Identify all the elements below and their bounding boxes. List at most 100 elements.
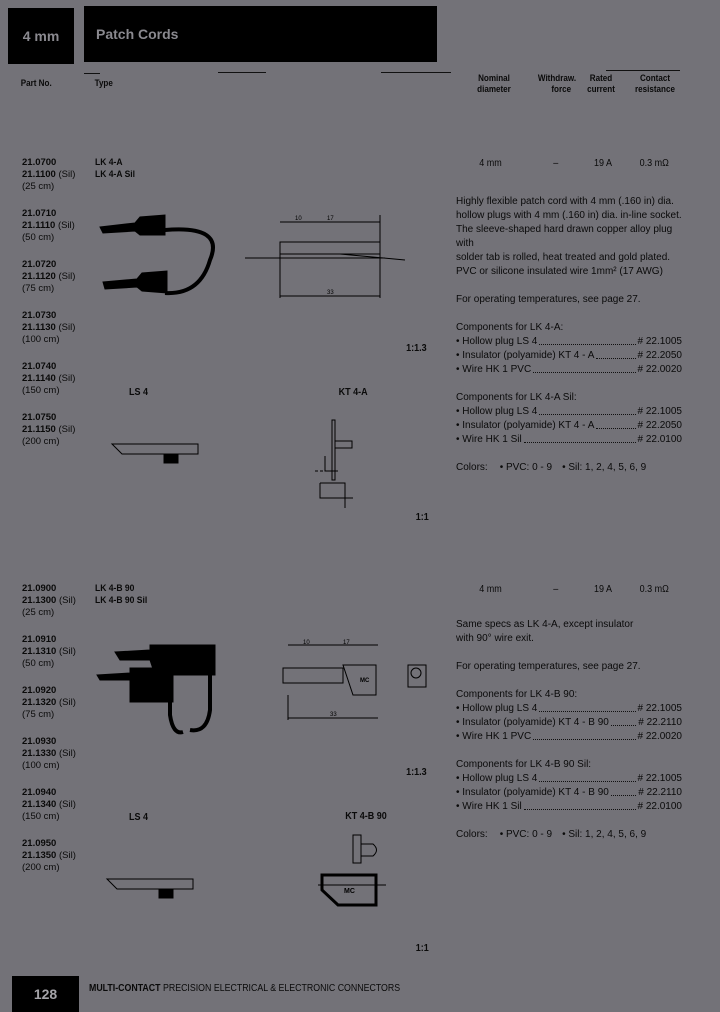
dimension-label: 33 <box>330 712 337 718</box>
temperature-note: For operating temperatures, see page 27. <box>456 661 641 672</box>
column-type: Type <box>94 78 113 89</box>
description-line: hollow plugs with 4 mm (.160 in) dia. in… <box>456 210 682 221</box>
page-number: 128 <box>33 986 58 1002</box>
type-name: LK 4-A <box>95 157 123 168</box>
leader-dots <box>533 363 636 373</box>
scale-label: 1:1 <box>415 943 429 954</box>
component-item: • Wire HK 1 PVC# 22.0020 <box>456 730 682 744</box>
component-item: • Hollow plug LS 4# 22.1005 <box>456 405 682 419</box>
part-number-sil: 21.1310 (Sil) <box>22 646 94 658</box>
scale-label: 1:1 <box>415 512 429 523</box>
spec-current: 19 A <box>594 584 613 595</box>
dimension-label: 17 <box>327 216 334 222</box>
part-number: 21.0950 <box>22 838 57 849</box>
component-number: # 22.2110 <box>638 787 682 798</box>
hollow-plug-drawing <box>105 878 194 899</box>
component-name: • Hollow plug LS 4 <box>456 336 538 347</box>
sil-tag: (Sil) <box>58 697 76 708</box>
sil-tag: (Sil) <box>58 424 76 435</box>
header-line: force <box>551 84 572 95</box>
cord-length: (25 cm) <box>22 607 55 618</box>
dimension-label: 17 <box>343 640 350 646</box>
part-number-sil: 21.1100 (Sil) <box>22 169 94 181</box>
header-line: Contact <box>639 73 671 84</box>
description-line: with 90° wire exit. <box>456 633 534 644</box>
part-number: 21.0900 <box>22 583 57 594</box>
temperature-note: For operating temperatures, see page 27. <box>456 294 641 305</box>
cord-length: (100 cm) <box>22 334 60 345</box>
scale-label: 1:1.3 <box>406 343 427 354</box>
spec-resistance: 0.3 mΩ <box>639 158 669 169</box>
part-number-sil: 21.1150 (Sil) <box>22 424 94 436</box>
component-item: • Hollow plug LS 4 # 22.1005 <box>456 772 682 786</box>
insulator-drawing <box>315 419 353 508</box>
component-item: • Insulator (polyamide) KT 4 - B 90# 22.… <box>456 716 682 730</box>
section-label: 4 mm <box>22 28 60 44</box>
part-number: 21.0940 <box>22 787 57 798</box>
component-name: • Hollow plug LS 4 <box>456 773 538 784</box>
sil-tag: (Sil) <box>58 169 76 180</box>
dimension-label: 33 <box>327 290 334 296</box>
cord-length: (25 cm) <box>22 181 55 192</box>
components-heading: Components for LK 4-B 90 Sil: <box>456 759 592 770</box>
part-number: 21.0700 <box>22 157 57 168</box>
part-number-sil: 21.1130 (Sil) <box>22 322 94 334</box>
column-part-no: Part No. <box>20 78 52 89</box>
components-heading: Components for LK 4-A Sil: <box>456 392 577 403</box>
component-number: # 22.1005 <box>637 336 683 347</box>
part-number: 21.1310 <box>22 646 57 657</box>
section-badge: 4 mm <box>8 8 74 64</box>
description: Highly flexible patch cord with 4 mm (.1… <box>456 195 682 475</box>
cord-length: (50 cm) <box>22 658 55 669</box>
divider <box>381 72 451 73</box>
part-number-pvc: 21.0940 <box>22 787 94 799</box>
components-heading: Components for LK 4-B 90: <box>456 689 578 700</box>
footer-text: MULTI-CONTACT PRECISION ELECTRICAL & ELE… <box>89 983 400 994</box>
component-item: • Wire HK 1 Sil# 22.0100 <box>456 433 682 447</box>
component-number: # 22.1005 <box>637 773 683 784</box>
page-number-badge: 128 <box>12 976 79 1012</box>
footer-brand: MULTI-CONTACT <box>89 983 161 994</box>
component-name: • Hollow plug LS 4 <box>456 703 538 714</box>
sil-tag: (Sil) <box>57 220 75 231</box>
colors-sil: • Sil: 1, 2, 4, 5, 6, 9 <box>562 462 647 473</box>
dimension-drawing: 10 17 33 <box>245 215 406 298</box>
part-number-pvc: 21.0740 <box>22 361 94 373</box>
description-line: PVC or silicone insulated wire 1mm² (17 … <box>456 266 663 277</box>
components-list: Components for LK 4-B 90 Sil: • Hollow pl… <box>456 758 682 814</box>
leader-dots <box>596 349 636 359</box>
leader-dots <box>610 716 637 726</box>
component-item: • Insulator (polyamide) KT 4 - B 90# 22.… <box>456 786 682 800</box>
insulator-label: KT 4-B 90 <box>345 811 387 822</box>
leader-dots <box>523 800 636 810</box>
part-number: 21.0720 <box>22 259 57 270</box>
part-number-pvc: 21.0950 <box>22 838 94 850</box>
sil-tag: (Sil) <box>58 373 76 384</box>
part-number-sil: 21.1350 (Sil) <box>22 850 94 862</box>
part-number: 21.0910 <box>22 634 57 645</box>
part-number: 21.0740 <box>22 361 57 372</box>
cord-length: (150 cm) <box>22 385 60 396</box>
component-name: • Wire HK 1 Sil <box>456 434 522 445</box>
scale-label: 1:1.3 <box>406 767 427 778</box>
colors-label: Colors: <box>456 462 488 473</box>
components-list: Components for LK 4-B 90: • Hollow plug L… <box>456 688 682 744</box>
part-number: 21.0750 <box>22 412 57 423</box>
spec-diameter: 4 mm <box>479 584 502 595</box>
component-number: # 22.1005 <box>637 406 683 417</box>
component-item: • Hollow plug LS 4# 22.1005 <box>456 702 682 716</box>
component-name: • Insulator (polyamide) KT 4 - A <box>456 420 595 431</box>
footer-tagline: PRECISION ELECTRICAL & ELECTRONIC CONNEC… <box>162 983 401 994</box>
cord-length: (200 cm) <box>22 862 60 873</box>
spec-resistance: 0.3 mΩ <box>639 584 669 595</box>
part-number: 21.1110 <box>22 220 56 231</box>
